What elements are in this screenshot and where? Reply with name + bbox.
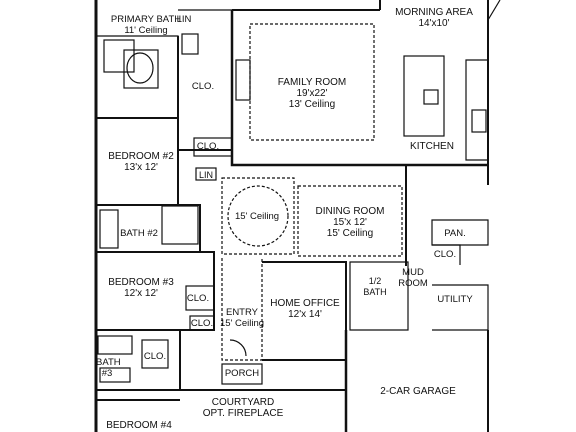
home-office-label: HOME OFFICE 12'x 14' [264, 298, 346, 320]
primary-bath-ceiling: 11' Ceiling [124, 25, 168, 36]
courtyard-name2: OPT. FIREPLACE [202, 408, 284, 419]
primary-bath-name: PRIMARY BATH [110, 14, 182, 25]
primary-lin-name: LIN [176, 14, 192, 25]
clo-mud-label: CLO. [432, 249, 458, 260]
clo-bath3-name: CLO. [143, 351, 167, 362]
bath3-tub [97, 335, 133, 355]
entry-ceiling: 15' Ceiling [220, 318, 265, 329]
fireplace [235, 59, 251, 101]
primary-lin-label: LIN [174, 14, 194, 25]
half-bath-walls [349, 261, 409, 331]
family-room-size: 19'x22' [296, 88, 328, 99]
lin-hall-box [195, 167, 217, 181]
garage-name: 2-CAR GARAGE [380, 386, 456, 397]
primary-bath-label: PRIMARY BATH 11' Ceiling [98, 14, 194, 36]
clo-bed2-name: CLO. [196, 141, 220, 152]
entry-outline [221, 258, 263, 361]
pan-name: PAN. [444, 228, 466, 239]
bath2-tub [99, 209, 119, 249]
utility-name: UTILITY [437, 294, 473, 305]
clo-mud-name: CLO. [433, 249, 457, 260]
pan-label: PAN. [440, 228, 470, 239]
lin-hall-label: LIN [196, 170, 216, 181]
bedroom3-label: BEDROOM #3 12'x 12' [100, 277, 182, 299]
bedroom2-label: BEDROOM #2 13'x 12' [100, 151, 182, 173]
bathtub [126, 52, 154, 84]
porch-box [221, 363, 263, 385]
clo-primary-label: CLO. [188, 81, 218, 92]
kitchen-counter [465, 59, 489, 161]
bedroom3-size: 12'x 12' [124, 288, 158, 299]
kitchen-island [403, 55, 445, 137]
clo-bed3-box [185, 285, 215, 311]
dining-room-name: DINING ROOM [315, 206, 385, 217]
porch-name: PORCH [224, 368, 260, 379]
rotunda-circle [227, 185, 289, 247]
half-bath-name2: BATH [363, 287, 387, 297]
mud-room-name: MUD [402, 267, 424, 278]
home-office-name: HOME OFFICE [270, 298, 340, 309]
entry-label: ENTRY 15' Ceiling [220, 307, 264, 329]
toilet-room [181, 33, 199, 55]
family-room-name: FAMILY ROOM [277, 77, 347, 88]
bedroom4-name: BEDROOM #4 [106, 420, 172, 431]
clo-bed3-name: CLO. [186, 293, 210, 304]
kitchen-sink [423, 89, 439, 105]
bath3-name: BATH [96, 357, 121, 368]
family-room-ceiling: 13' Ceiling [288, 99, 336, 110]
dining-room-ceiling: 15' Ceiling [326, 228, 374, 239]
morning-area-size: 14'x10' [418, 18, 450, 29]
kitchen-label: KITCHEN [404, 141, 460, 152]
family-room-walls [230, 10, 488, 167]
bath2-name: BATH #2 [120, 228, 158, 239]
half-bath-label: 1/2 BATH [362, 276, 388, 298]
dining-room-size: 15'x 12' [333, 217, 367, 228]
rotunda-label: 15' Ceiling [228, 211, 286, 222]
dining-ceiling-outline [297, 185, 403, 257]
clo-entry-label: CLO. [190, 318, 214, 329]
dining-room-label: DINING ROOM 15'x 12' 15' Ceiling [306, 206, 394, 239]
morning-area-name: MORNING AREA [395, 7, 473, 18]
home-office-size: 12'x 14' [288, 309, 322, 320]
morning-area-label: MORNING AREA 14'x10' [386, 7, 482, 29]
rotunda-ceiling: 15' Ceiling [234, 211, 280, 222]
garage-label: 2-CAR GARAGE [370, 386, 466, 397]
courtyard-name: COURTYARD [211, 397, 275, 408]
bath3-label: BATH #3 [96, 357, 121, 379]
mud-room-name2: ROOM [398, 278, 428, 289]
utility-walls [432, 284, 489, 331]
bedroom3-name: BEDROOM #3 [108, 277, 174, 288]
home-office-walls [262, 261, 347, 361]
bedroom2-name: BEDROOM #2 [108, 151, 174, 162]
lin-hall-name: LIN [198, 170, 213, 180]
clo-primary-name: CLO. [191, 81, 215, 92]
clo-entry-name: CLO. [190, 318, 214, 329]
bedroom2-size: 13'x 12' [124, 162, 158, 173]
clo-bed2-box [193, 137, 233, 157]
bedroom4-label: BEDROOM #4 [102, 420, 176, 431]
family-room-label: FAMILY ROOM 19'x22' 13' Ceiling [260, 77, 364, 110]
clo-bed3-label: CLO. [186, 293, 210, 304]
porch-label: PORCH [222, 368, 262, 379]
utility-label: UTILITY [434, 294, 476, 305]
half-bath-name: 1/2 [368, 276, 382, 286]
clo-bed2-label: CLO. [196, 141, 220, 152]
courtyard-label: COURTYARD OPT. FIREPLACE [198, 397, 288, 419]
pantry-walls [431, 219, 489, 246]
mud-room-label: MUD ROOM [396, 267, 430, 289]
cooktop [471, 109, 487, 133]
entry-name: ENTRY [225, 307, 259, 318]
clo-bath3-label: CLO. [142, 351, 168, 362]
bath3-name2: #3 [101, 368, 113, 379]
bath2-label: BATH #2 [116, 228, 162, 239]
shower [103, 39, 135, 73]
kitchen-name: KITCHEN [410, 141, 454, 152]
clo-entry-box [189, 315, 215, 331]
primary-bath-walls [96, 35, 179, 119]
